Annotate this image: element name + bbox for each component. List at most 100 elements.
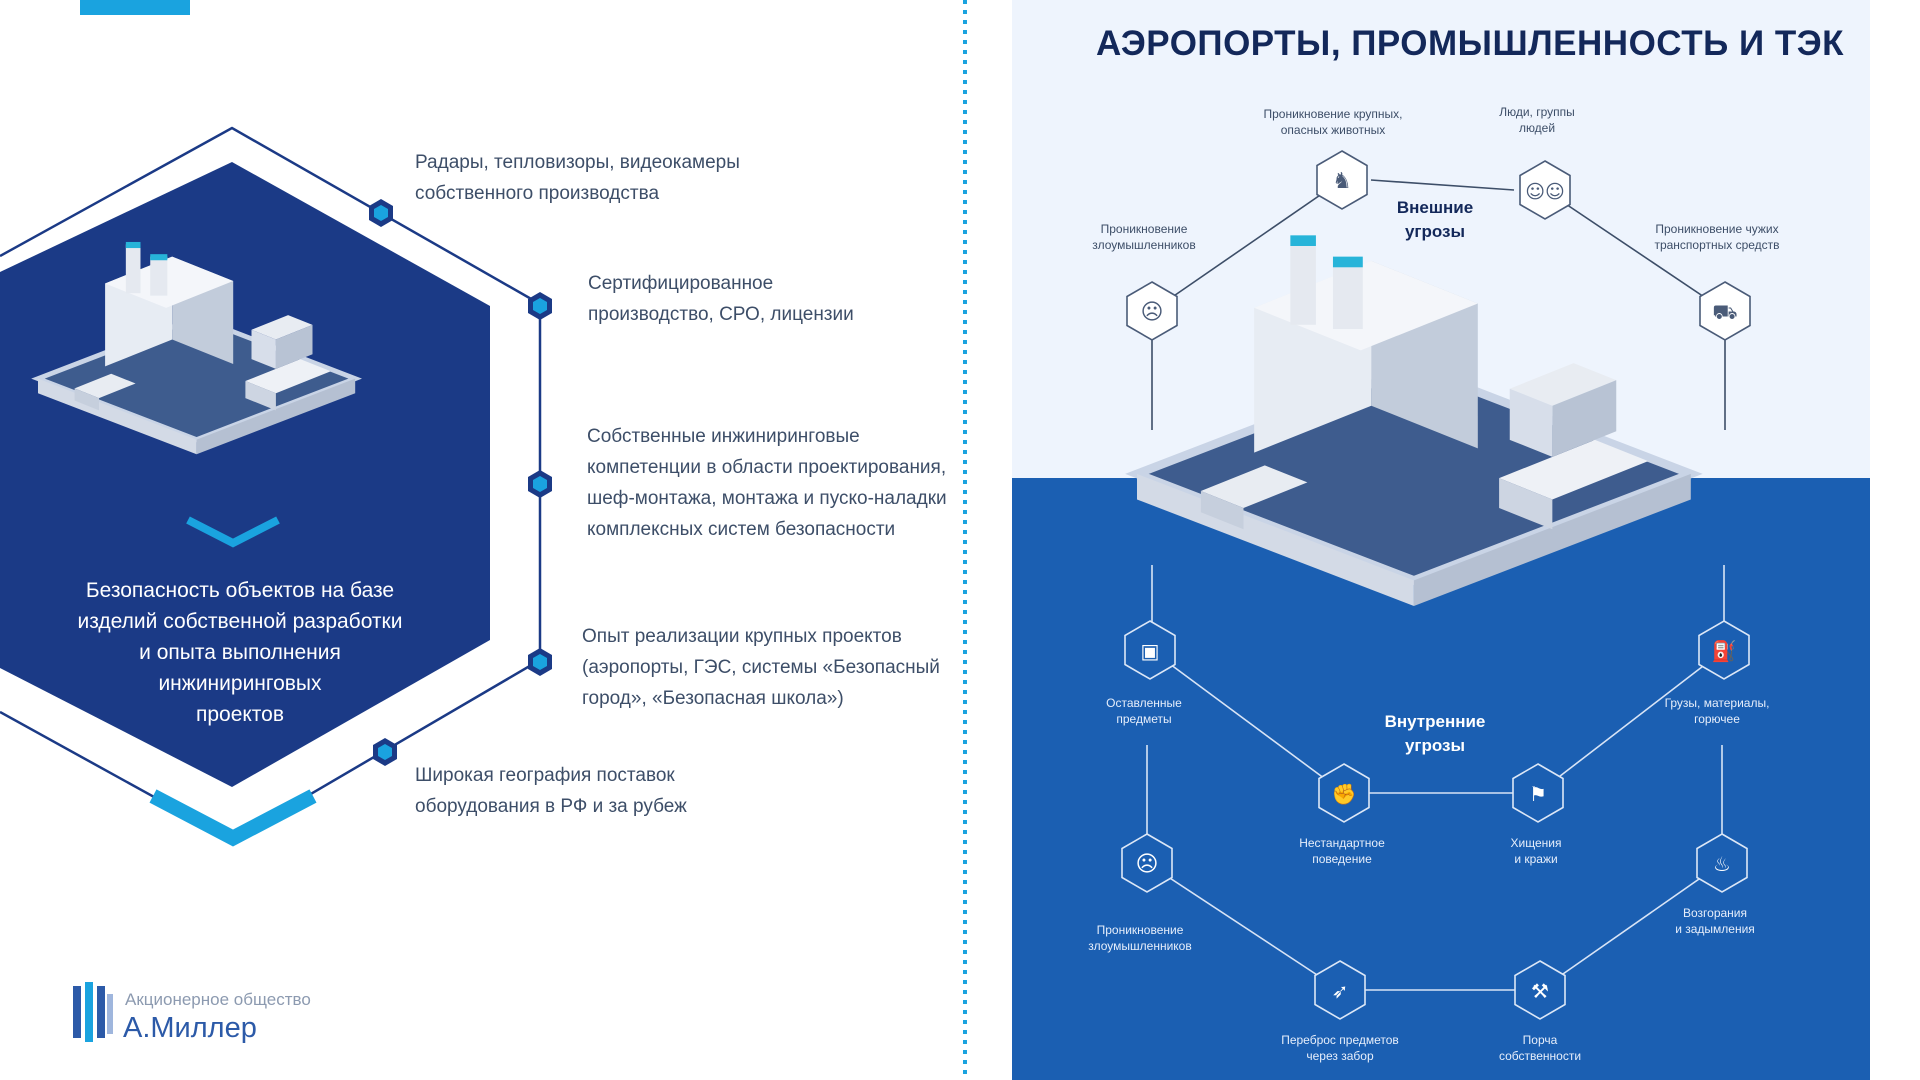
- label-line: Переброс предметов: [1281, 1033, 1399, 1047]
- caption-line: Безопасность объектов на базе: [85, 579, 395, 602]
- svg-text:☹: ☹: [1141, 300, 1164, 325]
- label-line: Проникновение чужих: [1655, 222, 1779, 236]
- feature-line: Широкая география поставок: [415, 765, 675, 786]
- node-hex-3: [528, 470, 552, 498]
- group-title-line: Внутренние: [1384, 712, 1486, 731]
- feature-line: оборудования в РФ и за рубеж: [415, 796, 687, 817]
- feature-text-5: Широкая география поставок оборудования …: [415, 760, 687, 822]
- caption-line: проектов: [195, 703, 285, 726]
- threat-label: Возгорания и задымления: [1625, 905, 1805, 937]
- label-line: и задымления: [1675, 922, 1755, 936]
- label-line: и кражи: [1514, 852, 1558, 866]
- node-hex-4: [528, 648, 552, 676]
- intruder-icon: ☹: [1126, 281, 1178, 341]
- caption-line: и опыта выполнения: [139, 641, 341, 664]
- label-line: опасных животных: [1280, 123, 1386, 137]
- threat-label: Хищения и кражи: [1446, 835, 1626, 867]
- label-line: Проникновение: [1100, 222, 1188, 236]
- fire-icon: ♨: [1696, 833, 1748, 893]
- label-line: горючее: [1694, 712, 1740, 726]
- node-hex-1: [369, 199, 393, 227]
- label-line: транспортных средств: [1654, 238, 1780, 252]
- group-title-line: Внешние: [1396, 198, 1474, 217]
- threat-label: Люди, группы людей: [1447, 104, 1627, 136]
- threat-label: Проникновение чужих транспортных средств: [1627, 221, 1807, 253]
- svg-text:⚒: ⚒: [1531, 979, 1549, 1003]
- feature-line: Опыт реализации крупных проектов: [582, 626, 902, 647]
- group-title-line: угрозы: [1404, 736, 1466, 755]
- people-group-icon: ☺☺: [1519, 160, 1571, 220]
- car-icon: ⛟: [1699, 281, 1751, 341]
- threat-label: Проникновение злоумышленников: [1050, 922, 1230, 954]
- feature-line: компетенции в области проектирования,: [587, 457, 947, 478]
- throw-over-fence-icon: ➶: [1314, 960, 1366, 1020]
- fighting-icon: ✊: [1318, 763, 1370, 823]
- feature-line: Радары, тепловизоры, видеокамеры: [415, 152, 740, 173]
- threat-label: Проникновение крупных, опасных животных: [1243, 106, 1423, 138]
- caption-line: инжиниринговых: [158, 672, 322, 695]
- feature-text-3: Собственные инжиниринговые компетенции в…: [587, 421, 947, 545]
- label-line: Хищения: [1510, 836, 1562, 850]
- feature-line: город», «Безопасная школа»): [582, 688, 844, 709]
- feature-line: производство, СРО, лицензии: [588, 304, 854, 325]
- company-name: А.Миллер: [123, 1012, 257, 1044]
- svg-text:➶: ➶: [1332, 979, 1349, 1003]
- svg-text:⚑: ⚑: [1529, 782, 1547, 806]
- label-line: предметы: [1116, 712, 1172, 726]
- vandal-icon: ⚒: [1514, 960, 1566, 1020]
- feature-line: шеф-монтажа, монтажа и пуско-наладки: [587, 488, 947, 509]
- chevron-accent: [149, 789, 317, 847]
- label-line: Возгорания: [1682, 906, 1747, 920]
- label-line: злоумышленников: [1092, 238, 1196, 252]
- svg-text:♨: ♨: [1713, 852, 1731, 876]
- label-line: Порча: [1522, 1033, 1558, 1047]
- caption-line: изделий собственной разработки: [77, 610, 403, 633]
- label-line: людей: [1518, 121, 1556, 135]
- svg-text:♞: ♞: [1332, 169, 1352, 194]
- svg-text:⛟: ⛟: [1712, 300, 1737, 324]
- feature-text-4: Опыт реализации крупных проектов (аэропо…: [582, 621, 940, 714]
- intruder-icon: ☹: [1121, 833, 1173, 893]
- label-line: собственности: [1498, 1049, 1582, 1063]
- internal-threats-title: Внутренние угрозы: [1355, 710, 1515, 758]
- page-title: АЭРОПОРТЫ, ПРОМЫШЛЕННОСТЬ И ТЭК: [1096, 24, 1844, 63]
- label-line: Грузы, материалы,: [1664, 696, 1770, 710]
- label-line: злоумышленников: [1088, 939, 1192, 953]
- luggage-icon: ▣: [1124, 620, 1176, 680]
- threat-label: Оставленные предметы: [1054, 695, 1234, 727]
- top-accent-bar: [80, 0, 190, 15]
- feature-line: Сертифицированное: [588, 273, 774, 294]
- svg-text:✊: ✊: [1332, 782, 1357, 806]
- svg-text:☺☺: ☺☺: [1525, 181, 1565, 203]
- label-line: Нестандартное: [1299, 836, 1385, 850]
- feature-line: комплексных систем безопасности: [587, 519, 896, 540]
- label-line: Люди, группы: [1499, 105, 1575, 119]
- node-hex-5: [373, 738, 397, 766]
- hexagon-caption: Безопасность объектов на базе изделий со…: [40, 575, 440, 730]
- threat-label: Грузы, материалы, горючее: [1627, 695, 1807, 727]
- node-hex-2: [528, 292, 552, 320]
- label-line: Проникновение крупных,: [1263, 107, 1403, 121]
- threat-label: Нестандартное поведение: [1252, 835, 1432, 867]
- threat-label: Переброс предметов через забор: [1250, 1032, 1430, 1064]
- feature-line: собственного производства: [415, 183, 660, 204]
- svg-text:☹: ☹: [1136, 852, 1159, 877]
- label-line: поведение: [1312, 852, 1372, 866]
- company-type: Акционерное общество: [125, 990, 311, 1009]
- threat-label: Проникновение злоумышленников: [1054, 221, 1234, 253]
- chevron-down-icon: [186, 516, 280, 548]
- group-title-line: угрозы: [1404, 222, 1466, 241]
- svg-text:▣: ▣: [1141, 639, 1160, 663]
- feature-text-2: Сертифицированное производство, СРО, лиц…: [588, 268, 854, 330]
- label-line: Оставленные: [1106, 696, 1182, 710]
- threat-label: Порча собственности: [1450, 1032, 1630, 1064]
- label-line: Проникновение: [1096, 923, 1184, 937]
- company-logo-icon: [73, 982, 113, 1042]
- fuel-canister-icon: ⛽: [1698, 620, 1750, 680]
- moose-icon: ♞: [1316, 150, 1368, 210]
- feature-line: (аэропорты, ГЭС, системы «Безопасный: [582, 657, 940, 678]
- thief-icon: ⚑: [1512, 763, 1564, 823]
- label-line: через забор: [1306, 1049, 1374, 1063]
